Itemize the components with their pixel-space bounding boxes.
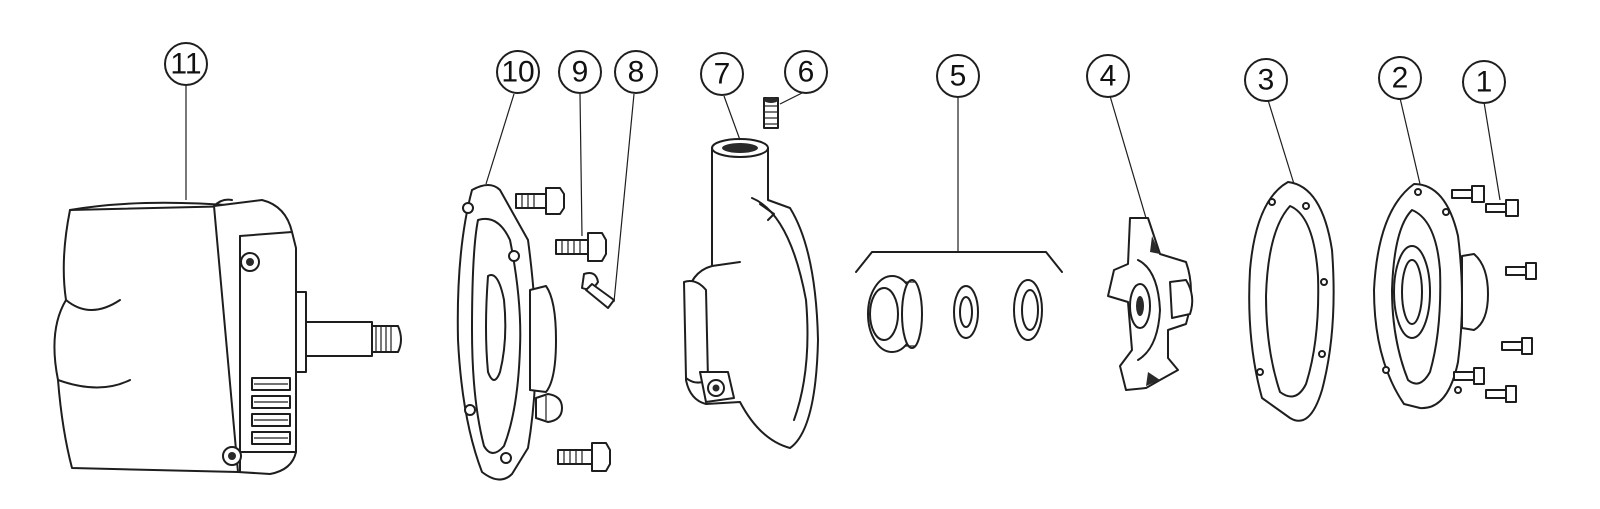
callout-11: 11 — [164, 42, 208, 86]
bolt-part-9 — [555, 232, 607, 262]
callout-label-4: 4 — [1100, 60, 1117, 93]
callout-5: 5 — [936, 54, 980, 98]
part-cover — [1373, 183, 1489, 410]
screw-part-8 — [581, 272, 615, 309]
callout-label-10: 10 — [501, 56, 534, 89]
part-end-plate — [456, 184, 557, 481]
part-motor — [53, 198, 402, 475]
leader-lines — [185, 86, 1501, 303]
screw-1e — [1453, 367, 1485, 385]
callout-label-7: 7 — [714, 58, 731, 91]
nut-lower — [535, 393, 563, 423]
bolt-bottom — [557, 442, 611, 472]
part-seal-set — [855, 251, 1063, 353]
callout-9: 9 — [558, 50, 602, 94]
callout-label-6: 6 — [798, 56, 815, 89]
callout-label-2: 2 — [1392, 62, 1409, 95]
screw-1c — [1505, 262, 1537, 280]
callout-label-8: 8 — [628, 56, 645, 89]
callout-label-9: 9 — [572, 56, 589, 89]
seal-assembly — [867, 275, 923, 353]
callout-10: 10 — [496, 50, 540, 94]
callout-2: 2 — [1378, 56, 1422, 100]
screw-1f — [1485, 385, 1517, 403]
seal-ring — [1013, 279, 1043, 341]
callout-6: 6 — [784, 50, 828, 94]
part-cover-screws — [1451, 185, 1537, 403]
callout-7: 7 — [700, 52, 744, 96]
part-impeller — [1107, 217, 1194, 391]
callout-1: 1 — [1462, 60, 1506, 104]
callout-3: 3 — [1244, 58, 1288, 102]
screw-1a — [1451, 185, 1485, 203]
callout-label-11: 11 — [170, 48, 201, 81]
callout-label-1: 1 — [1476, 66, 1493, 99]
screw-1d — [1501, 337, 1533, 355]
seal-washer — [953, 285, 979, 339]
callout-8: 8 — [614, 50, 658, 94]
part-plug — [763, 97, 779, 129]
callout-label-5: 5 — [950, 60, 967, 93]
part-bolts — [515, 187, 615, 472]
bolt-upper — [515, 187, 565, 215]
part-gasket — [1248, 181, 1335, 422]
callout-4: 4 — [1086, 54, 1130, 98]
screw-1b — [1485, 199, 1519, 217]
part-pump-housing — [683, 138, 819, 449]
callout-label-3: 3 — [1258, 64, 1275, 97]
